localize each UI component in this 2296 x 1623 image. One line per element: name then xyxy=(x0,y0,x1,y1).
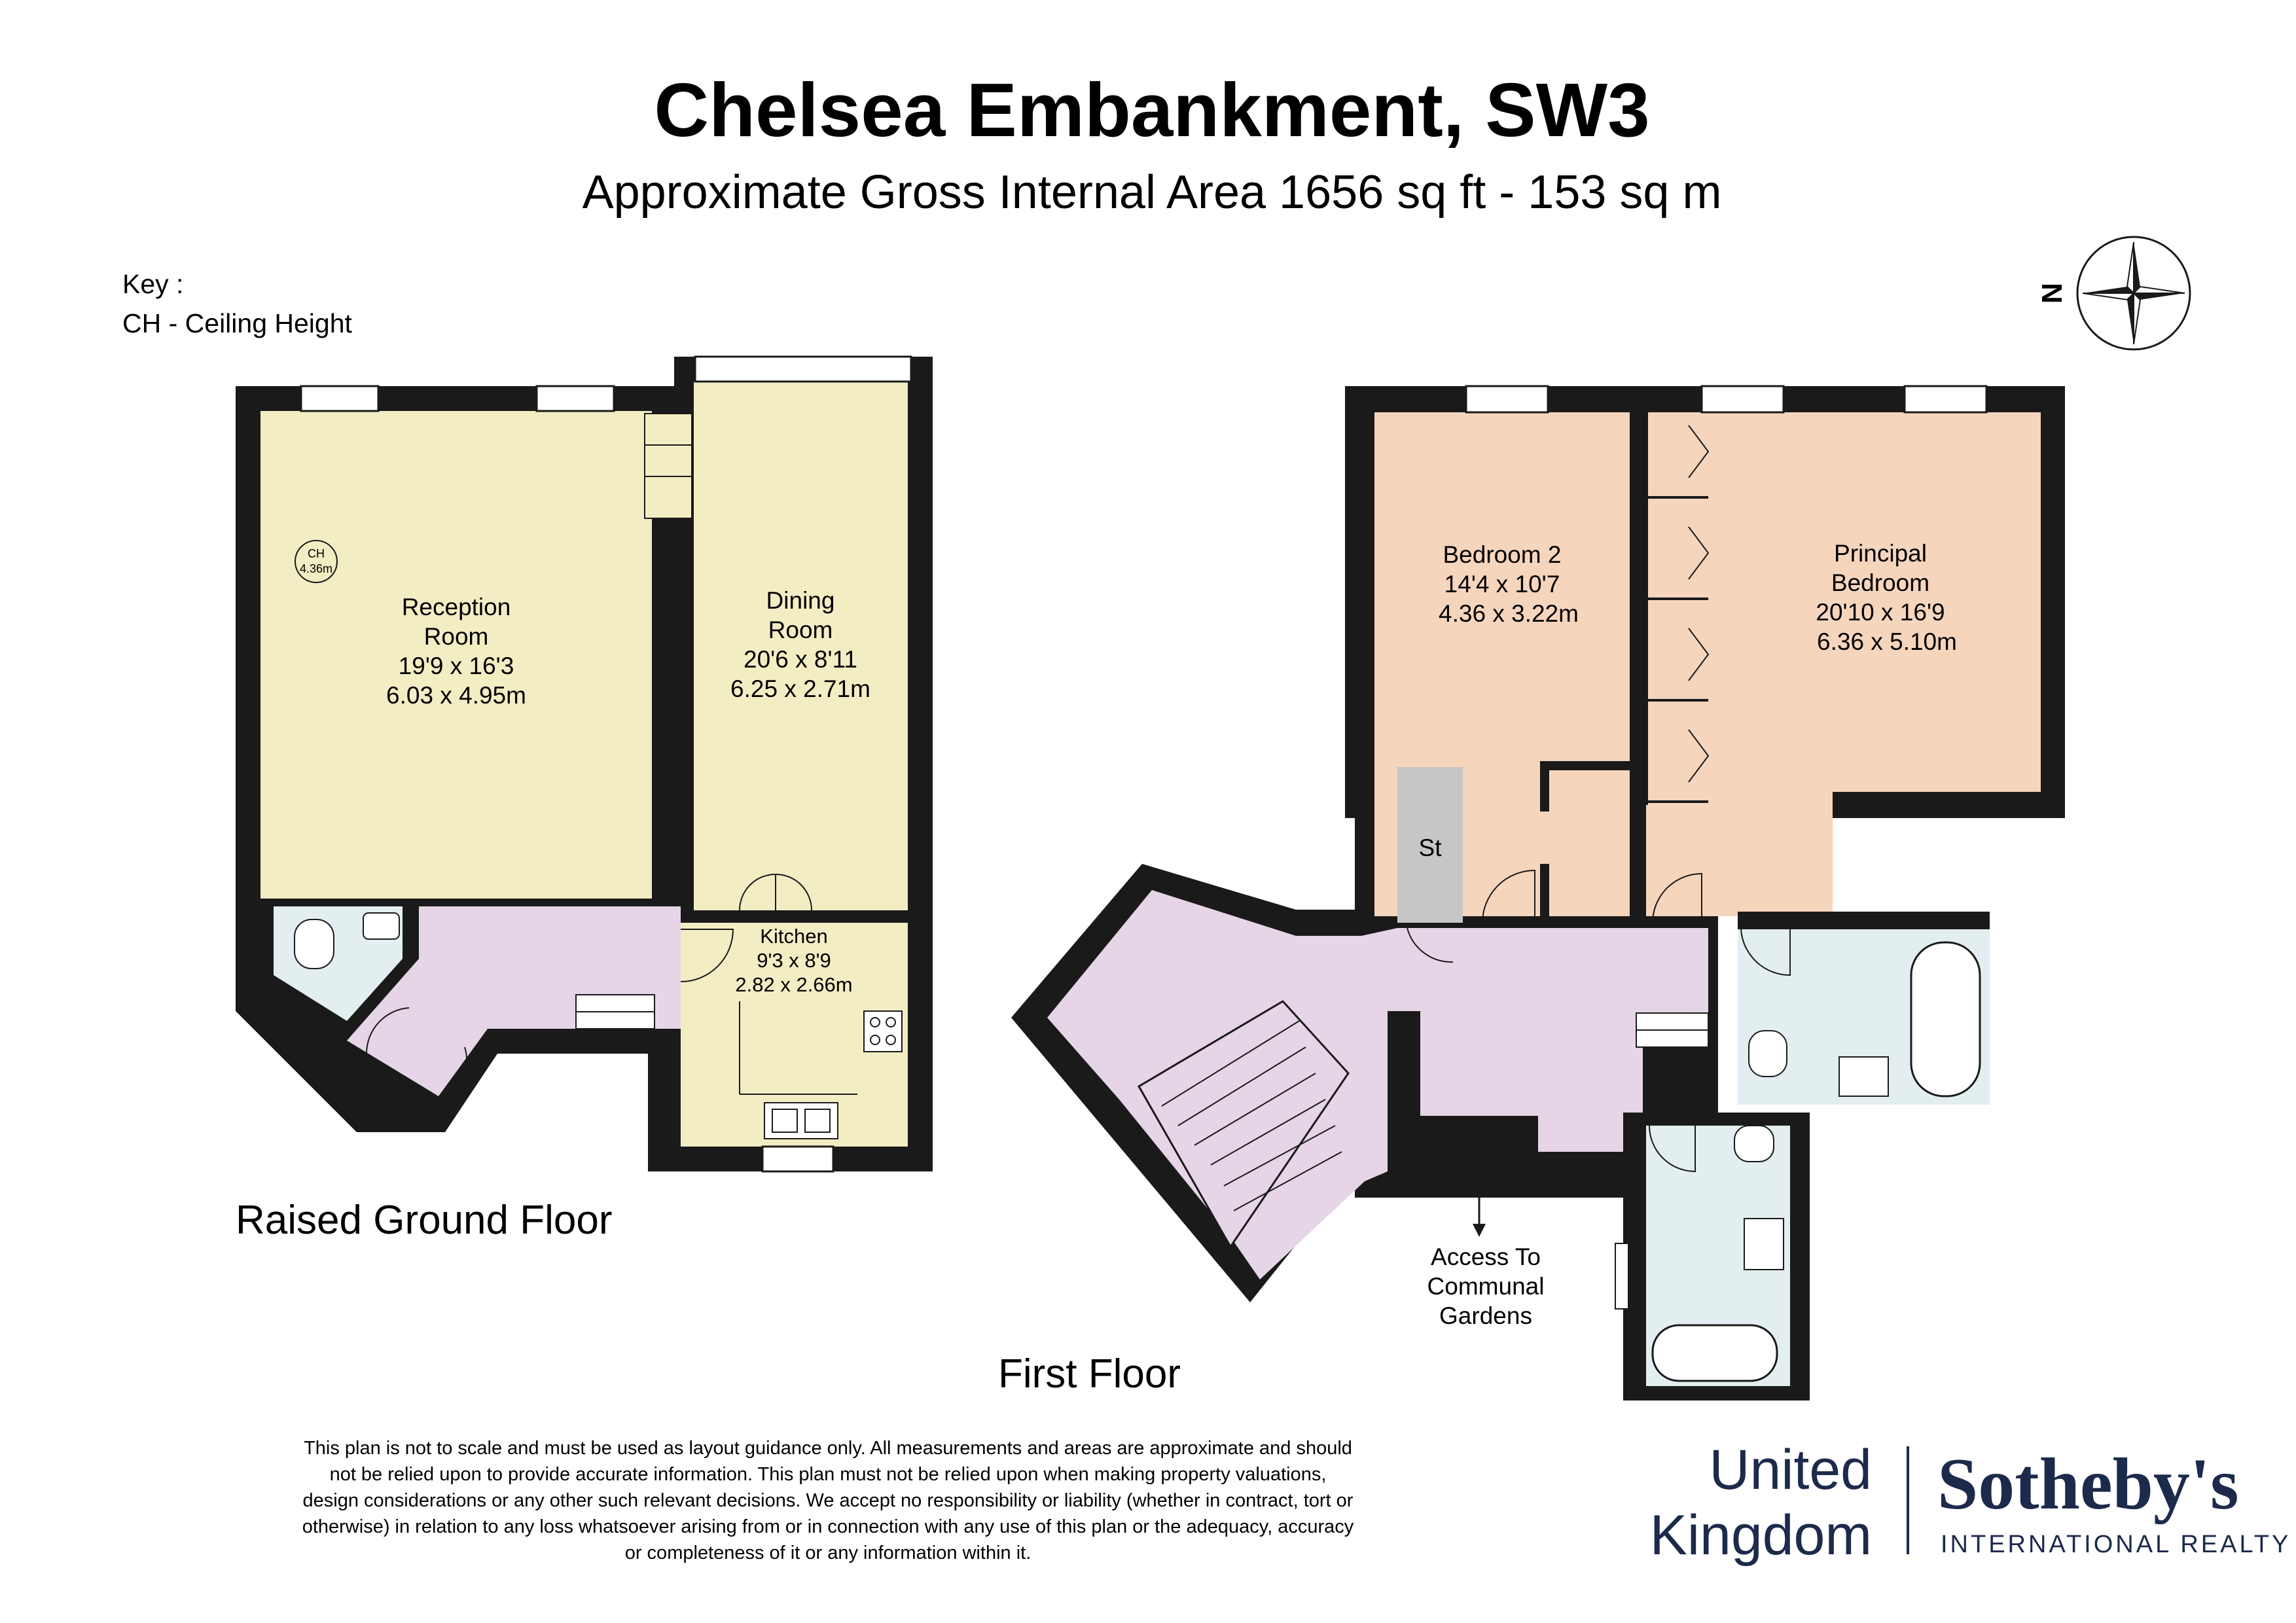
reception-metric: 6.03 x 4.95m xyxy=(386,682,526,709)
reception-imperial: 19'9 x 16'3 xyxy=(399,652,514,679)
principal-bedroom xyxy=(1646,412,2041,916)
first-floor-plan xyxy=(1011,385,2065,1400)
disclaimer-line: This plan is not to scale and must be us… xyxy=(304,1438,1352,1459)
compass-north-label: N xyxy=(2036,283,2068,304)
reception-name-1: Reception xyxy=(402,594,511,620)
dining-room xyxy=(694,382,908,910)
bedroom-2-imperial: 14'4 x 10'7 xyxy=(1444,571,1560,597)
compass-icon xyxy=(2076,236,2191,351)
disclaimer-line: not be relied upon to provide accurate i… xyxy=(330,1464,1327,1485)
raised-ground-floor-label: Raised Ground Floor xyxy=(236,1198,613,1243)
disclaimer-line: otherwise) in relation to any loss whats… xyxy=(302,1516,1354,1537)
disclaimer-line: design considerations or any other such … xyxy=(303,1490,1354,1511)
bedroom-2-metric: 4.36 x 3.22m xyxy=(1439,600,1579,627)
key-heading: Key : xyxy=(122,269,183,299)
garden-access-line-2: Communal xyxy=(1427,1273,1545,1300)
first-floor-label: First Floor xyxy=(998,1351,1181,1397)
principal-metric: 6.36 x 5.10m xyxy=(1817,628,1957,655)
principal-imperial: 20'10 x 16'9 xyxy=(1816,599,1945,626)
bedroom-2-name: Bedroom 2 xyxy=(1443,541,1562,568)
kitchen-metric: 2.82 x 2.66m xyxy=(735,973,852,996)
raised-ground-floor-plan xyxy=(236,355,933,1173)
page-title: Chelsea Embankment, SW3 xyxy=(654,67,1649,152)
dining-metric: 6.25 x 2.71m xyxy=(730,675,870,702)
dining-imperial: 20'6 x 8'11 xyxy=(744,646,857,673)
store-cupboard xyxy=(1397,767,1463,923)
brand-region-line-1: United xyxy=(1709,1438,1872,1501)
reception-name-2: Room xyxy=(424,623,489,650)
garden-access-line-1: Access To xyxy=(1431,1243,1541,1270)
principal-name-1: Principal xyxy=(1834,540,1927,567)
brand-name: Sotheby's xyxy=(1937,1444,2239,1525)
raised-ground-hall xyxy=(347,906,681,1096)
brand-region-line-2: Kingdom xyxy=(1650,1504,1872,1567)
ceiling-height-value: 4.36m xyxy=(300,562,332,575)
kitchen-imperial: 9'3 x 8'9 xyxy=(757,949,831,972)
disclaimer-line: or completeness of it or any information… xyxy=(625,1543,1031,1563)
page-subtitle: Approximate Gross Internal Area 1656 sq … xyxy=(583,166,1722,219)
dining-name-1: Dining xyxy=(766,587,835,614)
brand-logo: United Kingdom Sotheby's INTERNATIONAL R… xyxy=(1650,1438,2291,1567)
kitchen-name: Kitchen xyxy=(760,925,827,948)
ceiling-height-abbr: CH xyxy=(308,547,325,560)
principal-name-2: Bedroom xyxy=(1831,569,1929,596)
key-line: CH - Ceiling Height xyxy=(122,308,353,338)
dining-name-2: Room xyxy=(768,616,833,643)
disclaimer: This plan is not to scale and must be us… xyxy=(302,1438,1354,1563)
reception-room xyxy=(260,411,652,899)
garden-access-line-3: Gardens xyxy=(1439,1302,1532,1329)
brand-subtitle: INTERNATIONAL REALTY xyxy=(1941,1531,2291,1558)
store-label: St xyxy=(1419,834,1443,861)
ceiling-height-marker xyxy=(295,540,338,583)
